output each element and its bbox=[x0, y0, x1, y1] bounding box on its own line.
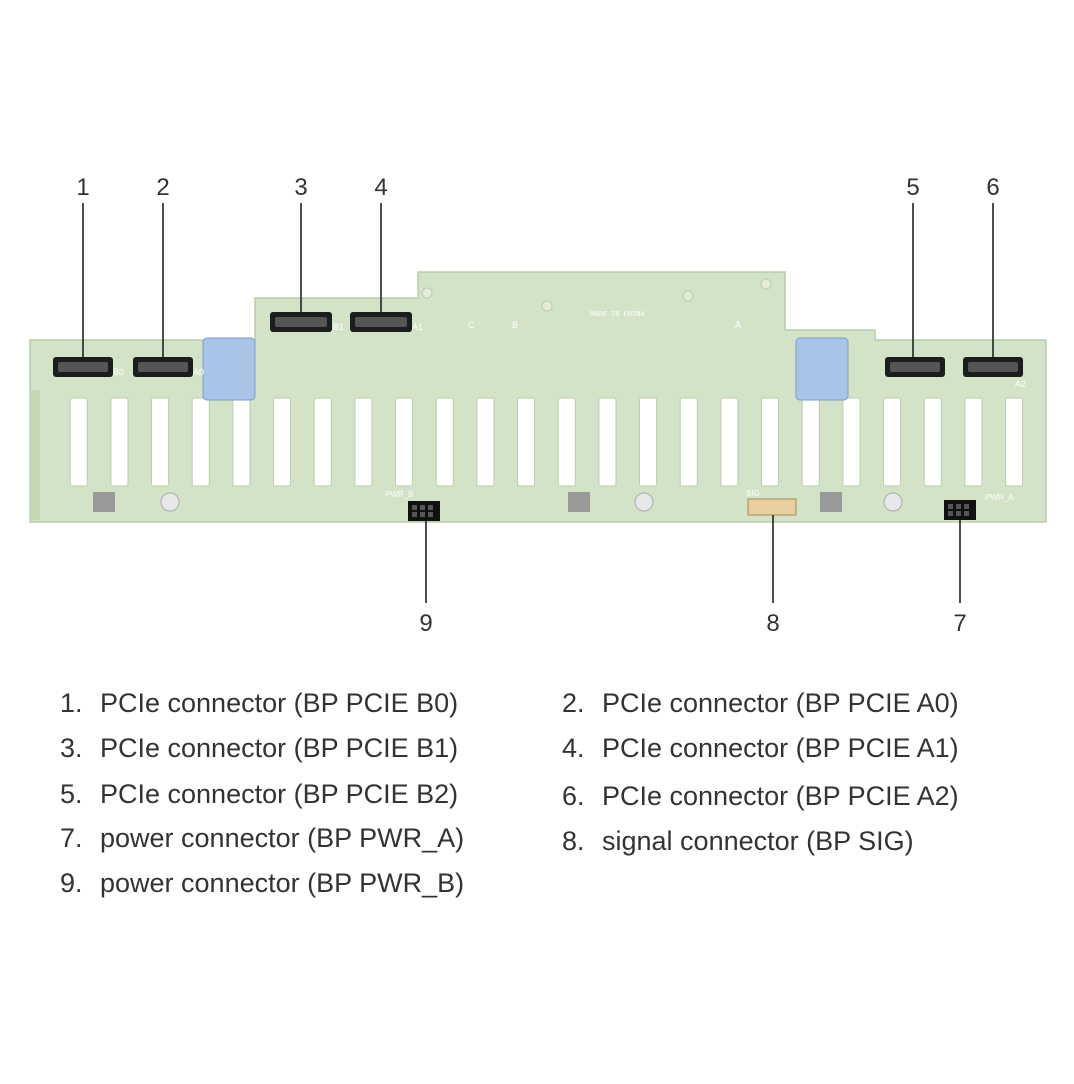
silk-c: C bbox=[468, 320, 475, 330]
callout-6: 6 bbox=[986, 174, 999, 201]
pcie-connector-a1 bbox=[350, 312, 412, 332]
silk-b0: B0 bbox=[113, 367, 124, 377]
legend-item-3: 3.PCIe connector (BP PCIE B1) bbox=[60, 733, 459, 763]
drive-slot bbox=[883, 397, 902, 487]
drive-slot bbox=[964, 397, 983, 487]
drive-slot bbox=[720, 397, 739, 487]
capacitors bbox=[93, 492, 903, 512]
callout-4: 4 bbox=[374, 174, 387, 201]
drive-slot bbox=[598, 397, 617, 487]
signal-connector-sig bbox=[747, 498, 797, 516]
callout-9: 9 bbox=[419, 610, 432, 637]
drive-slot bbox=[801, 397, 820, 487]
drive-slot bbox=[923, 397, 942, 487]
callout-3: 3 bbox=[294, 174, 307, 201]
legend-item-9: 9.power connector (BP PWR_B) bbox=[60, 868, 465, 898]
power-connector-pwr-a bbox=[944, 500, 976, 520]
pcie-connector-b0 bbox=[53, 357, 113, 377]
legend-item-7: 7.power connector (BP PWR_A) bbox=[60, 823, 465, 853]
silk-b: B bbox=[512, 320, 518, 330]
legend-item-1: 1.PCIe connector (BP PCIE B0) bbox=[60, 688, 459, 718]
pcie-connector-a2 bbox=[963, 357, 1023, 377]
drive-slot bbox=[517, 397, 536, 487]
drive-slot bbox=[1005, 397, 1024, 487]
drive-slot bbox=[110, 397, 129, 487]
drive-slot bbox=[151, 397, 170, 487]
legend-item-2: 2.PCIe connector (BP PCIE A0) bbox=[562, 688, 959, 718]
legend-item-5: 5.PCIe connector (BP PCIE B2) bbox=[60, 779, 459, 809]
drive-slot bbox=[435, 397, 454, 487]
legend-item-8: 8.signal connector (BP SIG) bbox=[562, 826, 914, 856]
silk-b1: B1 bbox=[333, 322, 344, 332]
mounting-holes bbox=[421, 278, 772, 312]
drive-slot bbox=[639, 397, 658, 487]
drive-slots bbox=[69, 397, 1024, 487]
right-latch bbox=[795, 337, 849, 401]
callout-5: 5 bbox=[906, 174, 919, 201]
silk-pwr-b: PWR_B bbox=[385, 490, 413, 499]
backplane-diagram: B0 A0 B1 A1 A2 C B A MADE IN CHINA PWR_B… bbox=[29, 174, 1047, 637]
legend-item-4: 4.PCIe connector (BP PCIE A1) bbox=[562, 733, 959, 763]
callout-2: 2 bbox=[156, 174, 169, 201]
callout-8: 8 bbox=[766, 610, 779, 637]
left-latch bbox=[202, 337, 256, 401]
callout-7: 7 bbox=[953, 610, 966, 637]
silk-a0: A0 bbox=[193, 367, 204, 377]
silk-pwr-a: PWR_A bbox=[985, 493, 1014, 502]
drive-slot bbox=[679, 397, 698, 487]
drive-slot bbox=[761, 397, 780, 487]
drive-slot bbox=[557, 397, 576, 487]
pcie-connector-a0 bbox=[133, 357, 193, 377]
legend-item-6: 6.PCIe connector (BP PCIE A2) bbox=[562, 781, 959, 811]
silk-a: A bbox=[735, 320, 741, 330]
drive-slot bbox=[191, 397, 210, 487]
callout-1: 1 bbox=[76, 174, 89, 201]
silk-sig: SIG bbox=[746, 489, 760, 498]
silk-made-in: MADE IN CHINA bbox=[590, 311, 645, 319]
silk-a1: A1 bbox=[412, 322, 423, 332]
drive-slot bbox=[842, 397, 861, 487]
power-connector-pwr-b bbox=[408, 501, 440, 521]
drive-slot bbox=[313, 397, 332, 487]
drive-slot bbox=[69, 397, 88, 487]
drive-slot bbox=[395, 397, 414, 487]
pcie-connector-b2 bbox=[885, 357, 945, 377]
drive-slot bbox=[273, 397, 292, 487]
silk-a2: A2 bbox=[1015, 379, 1026, 389]
drive-slot bbox=[232, 397, 251, 487]
drive-slot bbox=[476, 397, 495, 487]
drive-slot bbox=[354, 397, 373, 487]
pcie-connector-b1 bbox=[270, 312, 332, 332]
